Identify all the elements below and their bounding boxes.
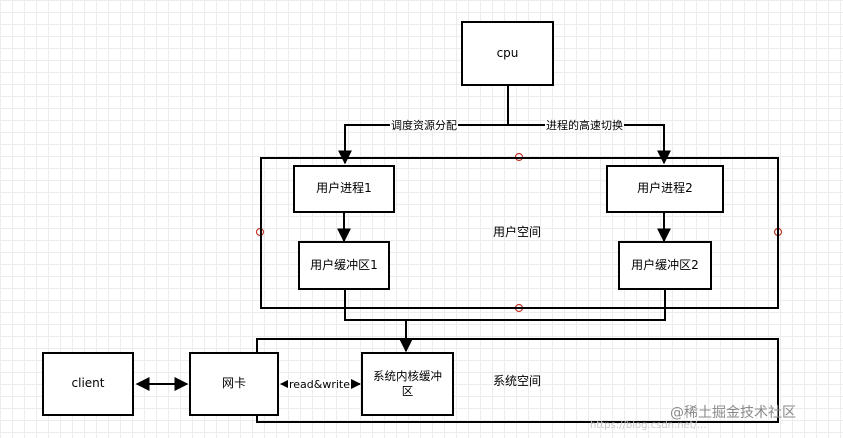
b2-merge-line bbox=[406, 290, 666, 321]
user-buffer-2-node[interactable]: 用户缓冲区2 bbox=[618, 241, 712, 290]
client-node-label: client bbox=[71, 376, 105, 391]
user-process-1-label: 用户进程1 bbox=[316, 181, 372, 196]
user-buffer-2-label: 用户缓冲区2 bbox=[631, 257, 699, 272]
kernel-buffer-label: 系统内核缓冲区 bbox=[373, 369, 442, 398]
b1-merge-line bbox=[344, 290, 406, 321]
user-process-2-label: 用户进程2 bbox=[637, 181, 693, 196]
user-buffer-1-label: 用户缓冲区1 bbox=[310, 257, 378, 272]
user-space-frame[interactable] bbox=[260, 157, 779, 309]
cpu-node-label: cpu bbox=[496, 45, 519, 60]
schedule-alloc-label: 调度资源分配 bbox=[390, 119, 458, 132]
user-space-label: 用户空间 bbox=[493, 225, 542, 239]
user-process-1-node[interactable]: 用户进程1 bbox=[293, 165, 395, 213]
watermark-text: @稀土掘金技术社区 bbox=[670, 405, 796, 421]
cpu-node[interactable]: cpu bbox=[461, 21, 554, 86]
client-node[interactable]: client bbox=[42, 352, 134, 416]
user-buffer-1-node[interactable]: 用户缓冲区1 bbox=[298, 241, 390, 290]
watermark-url: https://blog.csdn.net/... bbox=[590, 420, 707, 431]
process-switch-label: 进程的高速切换 bbox=[545, 119, 624, 132]
system-space-label: 系统空间 bbox=[493, 374, 542, 388]
nic-node[interactable]: 网卡 bbox=[189, 352, 279, 416]
nic-node-label: 网卡 bbox=[221, 376, 246, 391]
kernel-buffer-node[interactable]: 系统内核缓冲区 bbox=[361, 352, 454, 416]
user-process-2-node[interactable]: 用户进程2 bbox=[606, 165, 724, 213]
read-write-label: read&write bbox=[288, 378, 352, 391]
